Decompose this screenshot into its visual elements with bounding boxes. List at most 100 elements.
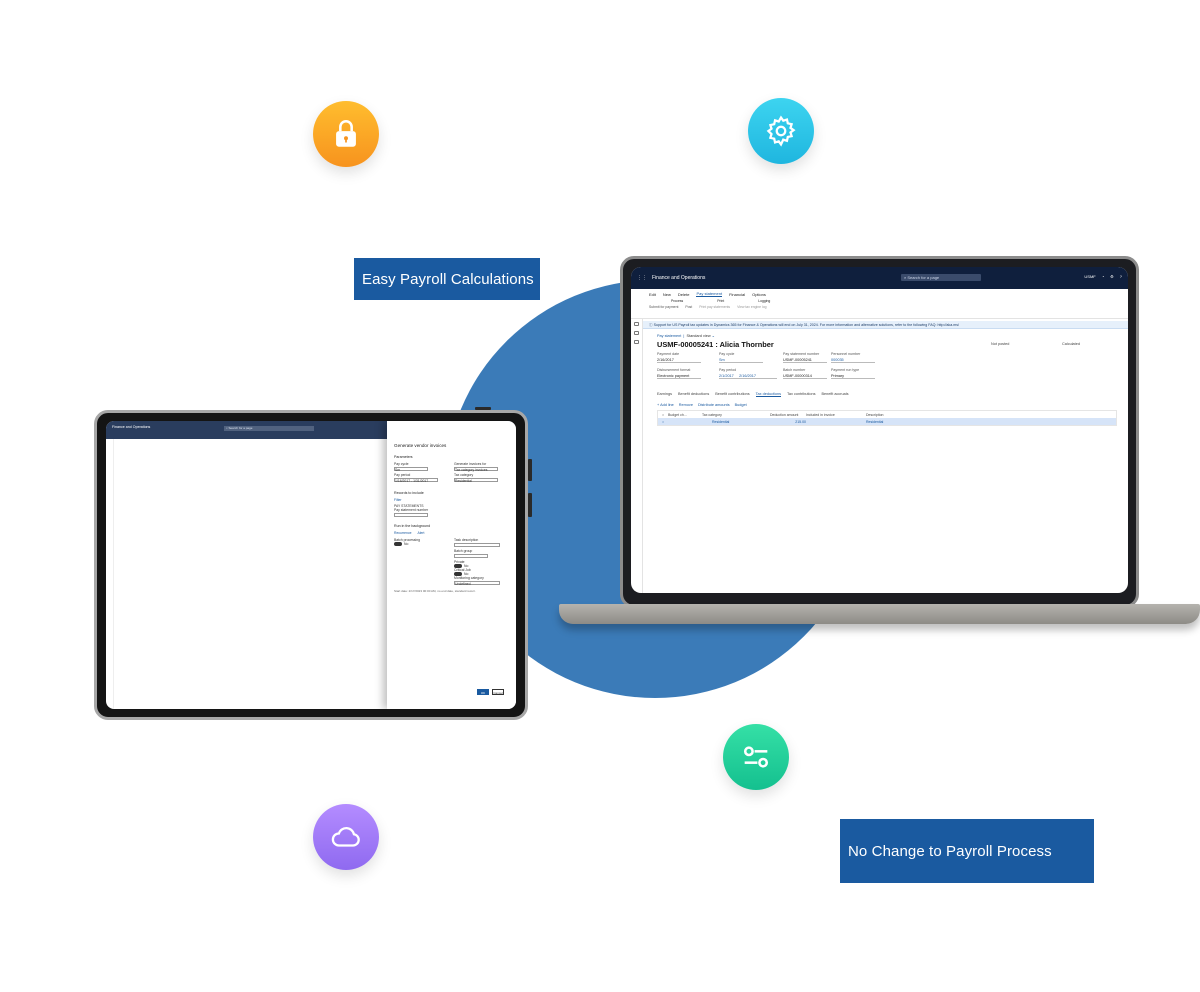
cancel-button[interactable]: Cancel xyxy=(492,689,504,695)
private-toggle[interactable] xyxy=(454,564,462,569)
tab-pay-statement[interactable]: Pay statement xyxy=(696,291,723,297)
tab-financial[interactable]: Financial xyxy=(729,291,746,297)
monitoring-category-label: Monitoring category xyxy=(454,576,484,581)
tab-benefit-accruals[interactable]: Benefit accruals xyxy=(821,392,849,396)
recurrence-note: Start date: 2/17/2023 00:00 AM, no end d… xyxy=(394,589,476,594)
column-header[interactable]: Included in invoice xyxy=(806,412,835,417)
table-cell: Residential xyxy=(866,419,884,424)
nav-pane xyxy=(631,289,643,593)
tax-deductions-grid: ○ Budget ch... Tax category Deduction am… xyxy=(657,410,1117,426)
batch-group-field[interactable] xyxy=(454,554,488,558)
new-button[interactable]: New xyxy=(662,291,671,297)
cloud-icon xyxy=(331,827,360,847)
table-cell: 215.00 xyxy=(795,419,806,424)
record-content: Pay statement | Standard view ⌄ USMF-000… xyxy=(657,333,1122,593)
breadcrumb[interactable]: Pay statement | Standard view ⌄ xyxy=(657,334,715,338)
invoice-type-select[interactable]: Tax category invoices xyxy=(454,467,498,472)
laptop-screen: ⋮⋮ Finance and Operations ⌕ Search for a… xyxy=(631,267,1128,593)
pay-cycle-label: Pay cycle xyxy=(394,462,409,466)
budget-button[interactable]: Budget xyxy=(734,403,747,407)
tab-benefit-deductions[interactable]: Benefit deductions xyxy=(678,392,710,396)
group-process: Process xyxy=(671,299,684,303)
section-parameters[interactable]: Parameters xyxy=(394,455,413,459)
task-description-field[interactable] xyxy=(454,543,500,547)
view-tax-log-button[interactable]: View tax engine log xyxy=(737,305,767,309)
section-records[interactable]: Records to include xyxy=(394,491,424,495)
invoice-type-label: Generate invoices for xyxy=(454,462,487,466)
search-input[interactable]: ⌕ Search for a page xyxy=(901,274,981,281)
print-pay-statements-button[interactable]: Print pay statements xyxy=(699,305,731,309)
company-selector[interactable]: USMF xyxy=(1084,274,1096,279)
column-header[interactable]: Description xyxy=(866,412,884,417)
column-header[interactable]: Tax category xyxy=(702,412,722,417)
critical-job-toggle[interactable] xyxy=(454,572,462,577)
gear-badge xyxy=(748,98,814,164)
app-title: Finance and Operations xyxy=(112,425,151,429)
group-print: Print xyxy=(717,299,725,303)
tab-benefit-contributions[interactable]: Benefit contributions xyxy=(715,392,750,396)
submit-for-payment-button[interactable]: Submit for payment xyxy=(649,305,679,309)
alert-link[interactable]: Alert xyxy=(417,531,425,535)
table-row[interactable]: ○ Residential 215.00 Residential xyxy=(658,418,1116,425)
waffle-icon[interactable]: ⋮⋮ xyxy=(637,275,647,281)
nav-pane xyxy=(106,439,114,709)
pay-cycle-field[interactable]: Sm xyxy=(394,467,428,472)
delete-button[interactable]: Delete xyxy=(677,291,690,297)
ok-button[interactable]: OK xyxy=(477,689,489,695)
tablet-side-button xyxy=(528,459,532,481)
clock-icon[interactable] xyxy=(634,322,639,326)
app-title: Finance and Operations xyxy=(652,275,706,281)
select-all-checkbox[interactable]: ○ xyxy=(661,412,665,417)
add-line-button[interactable]: + Add line xyxy=(657,403,674,407)
list-icon[interactable] xyxy=(634,340,639,344)
remove-button[interactable]: Remove xyxy=(678,403,693,407)
grid-header: ○ Budget ch... Tax category Deduction am… xyxy=(658,411,1116,418)
batch-group-label: Batch group xyxy=(454,549,473,553)
search-input[interactable]: ⌕ Search for a page xyxy=(224,426,314,431)
tax-category-select[interactable]: Residential xyxy=(454,478,498,483)
section-background[interactable]: Run in the background xyxy=(394,524,431,528)
info-message-bar: ⓘ Support for US Payroll tax updates in … xyxy=(643,321,1128,329)
tab-earnings[interactable]: Earnings xyxy=(657,392,672,396)
tablet-device: Finance and Operations ⌕ Search for a pa… xyxy=(94,407,532,720)
tablet-side-button xyxy=(528,493,532,517)
edit-button[interactable]: Edit xyxy=(649,291,656,297)
tab-tax-contributions[interactable]: Tax contributions xyxy=(787,392,816,396)
workspace-icon[interactable] xyxy=(634,331,639,335)
tab-tax-deductions[interactable]: Tax deductions xyxy=(755,392,781,397)
group-logging: Logging xyxy=(758,299,771,303)
private-label: Private xyxy=(454,560,465,564)
row-checkbox[interactable]: ○ xyxy=(661,419,665,424)
gear-icon xyxy=(766,115,796,147)
distribute-amounts-button[interactable]: Distribute amounts xyxy=(697,403,730,407)
bell-icon[interactable]: ◔ xyxy=(1101,274,1105,279)
filter-button[interactable]: Filter xyxy=(394,498,402,502)
column-header[interactable]: Deduction amount xyxy=(770,412,799,417)
batch-processing-toggle[interactable] xyxy=(394,542,402,547)
help-icon[interactable]: ? xyxy=(1119,274,1122,279)
tab-options[interactable]: Options xyxy=(752,291,766,297)
pay-period-field[interactable]: 1/16/2017 - 1/31/2017 xyxy=(394,478,438,483)
post-button[interactable]: Post xyxy=(685,305,693,309)
recurrence-link[interactable]: Recurrence xyxy=(394,531,412,535)
column-header[interactable]: Budget ch... xyxy=(668,412,687,417)
line-tabs: Earnings Benefit deductions Benefit cont… xyxy=(657,392,1122,397)
generate-invoices-dialog: Generate vendor invoices Parameters Pay … xyxy=(387,421,516,709)
pay-period-label: Pay period xyxy=(394,473,411,477)
statement-number-field[interactable] xyxy=(394,513,428,517)
gear-icon[interactable]: ⚙ xyxy=(1110,274,1114,279)
monitoring-category-select[interactable]: Undefined xyxy=(454,581,500,586)
tax-category-label: Tax category xyxy=(454,473,474,477)
calculated-status: Calculated xyxy=(1062,342,1080,346)
critical-job-label: Critical Job xyxy=(454,568,471,573)
